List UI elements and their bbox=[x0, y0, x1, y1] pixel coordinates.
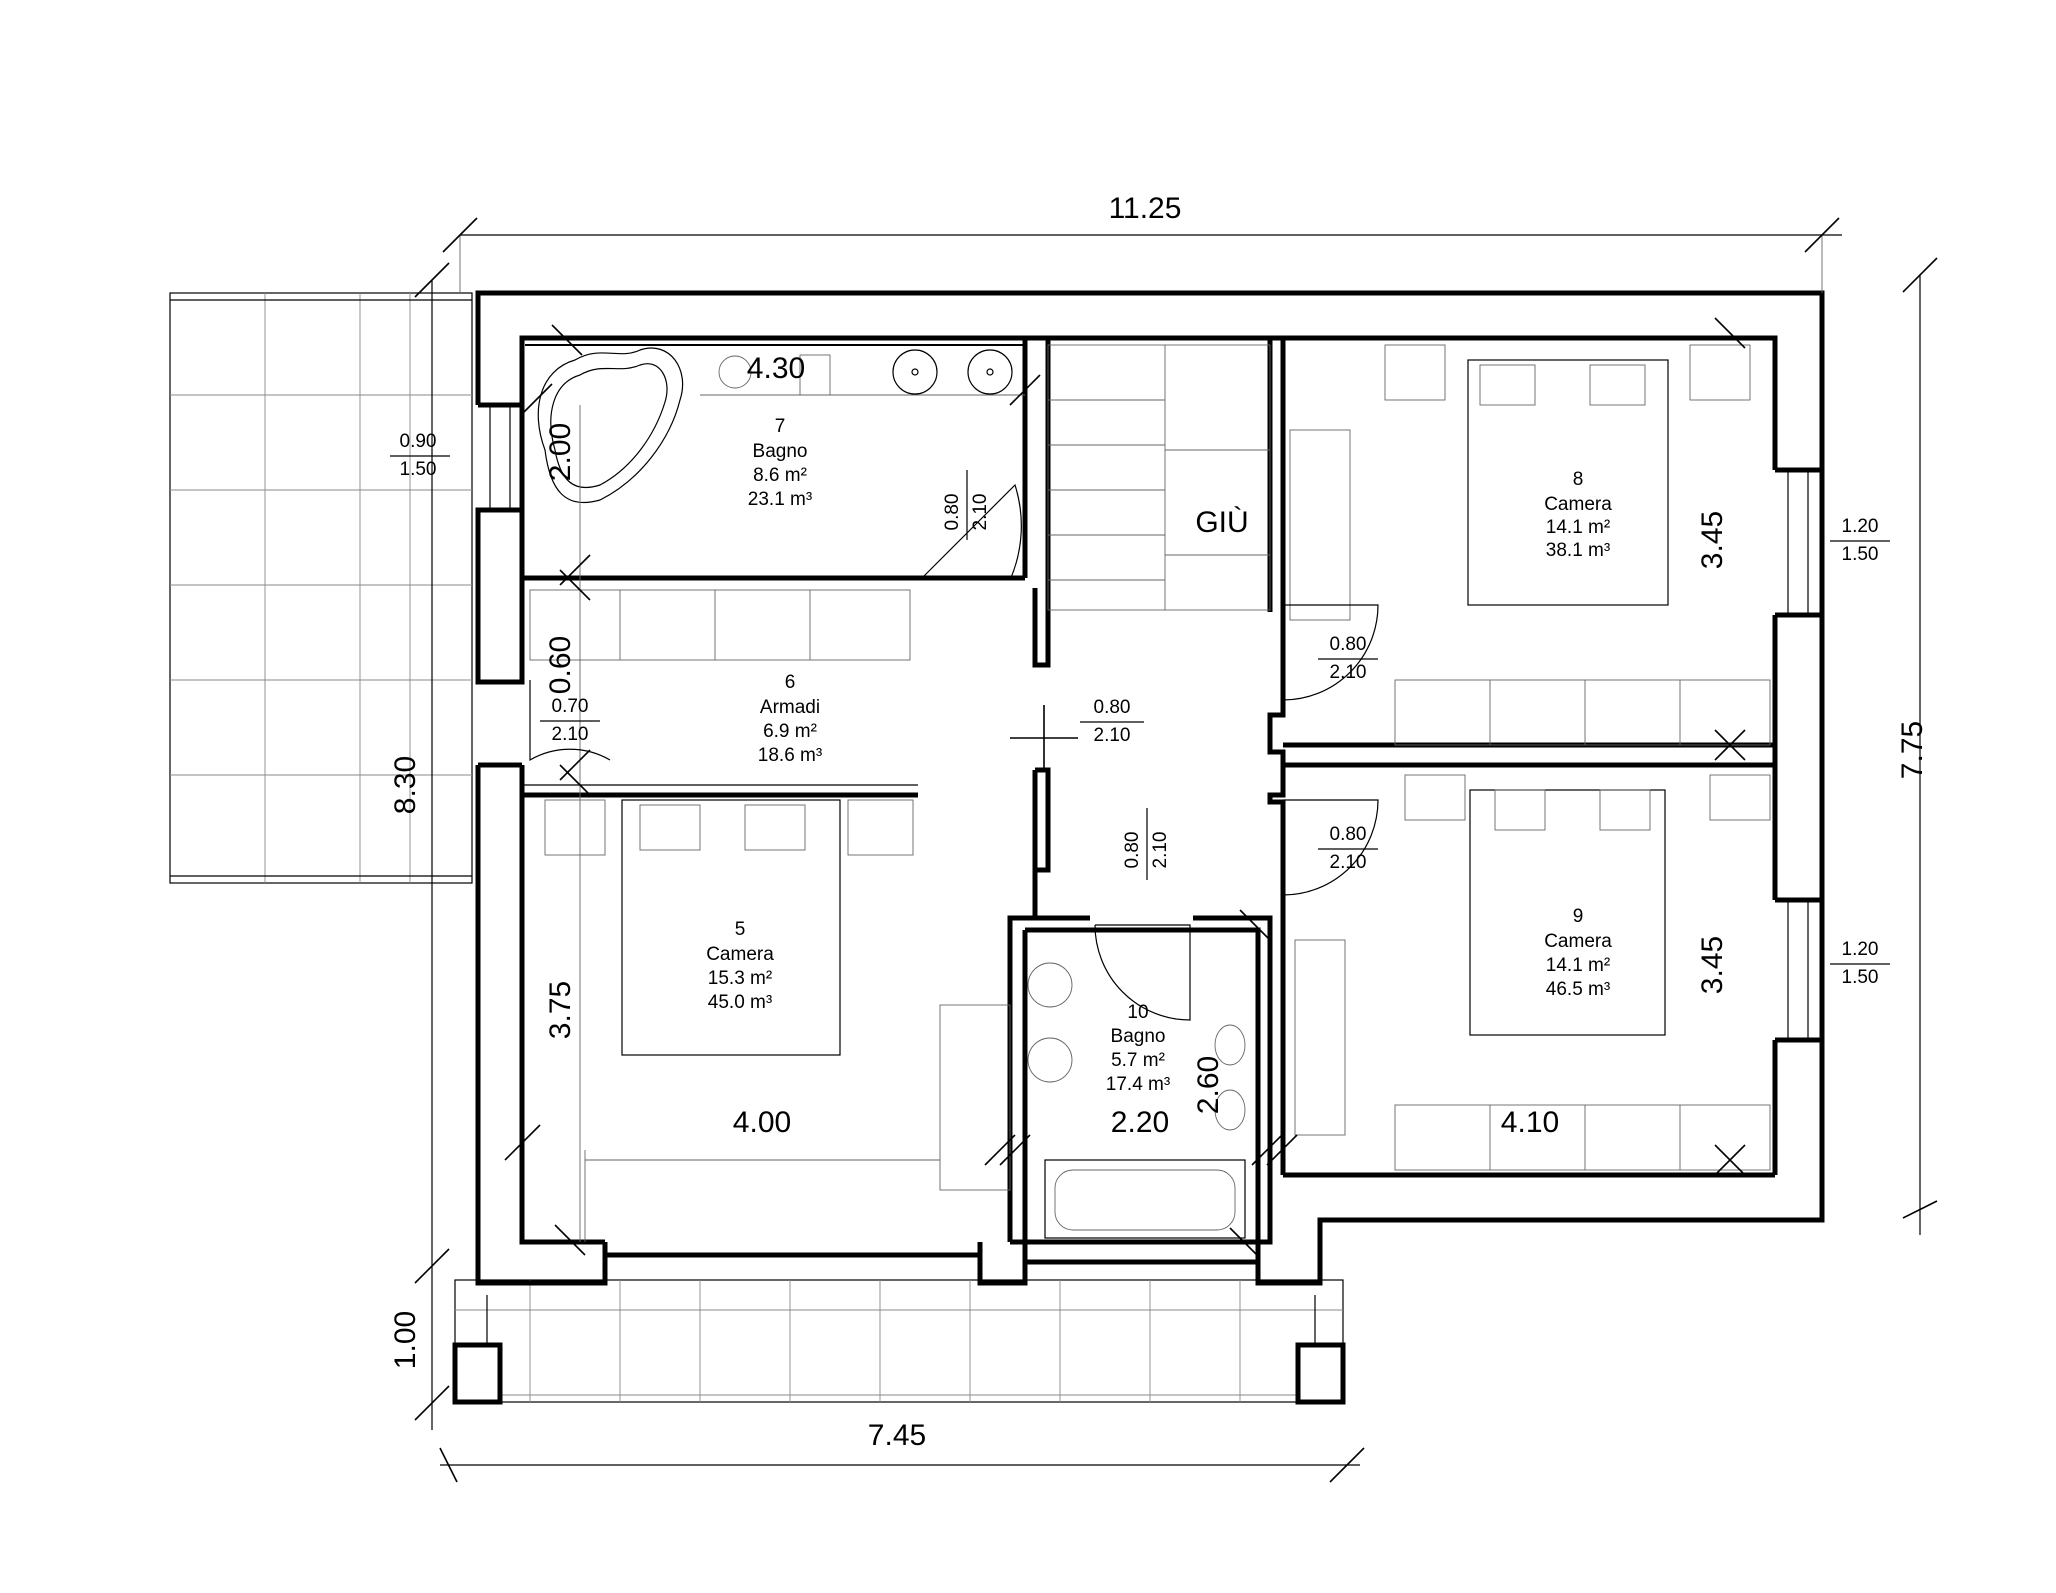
dim-bath7-width: 4.30 bbox=[747, 352, 805, 385]
svg-text:2.10: 2.10 bbox=[1330, 852, 1367, 873]
dim-balcony-depth: 1.00 bbox=[389, 1311, 422, 1369]
dimension-lines bbox=[414, 217, 1938, 1483]
svg-text:Camera: Camera bbox=[1544, 494, 1612, 515]
door-swings bbox=[529, 483, 1379, 1021]
svg-text:6.9 m²: 6.9 m² bbox=[763, 721, 817, 742]
svg-text:0.80: 0.80 bbox=[942, 494, 963, 531]
svg-text:1.50: 1.50 bbox=[1842, 544, 1879, 565]
svg-text:14.1 m²: 14.1 m² bbox=[1546, 517, 1610, 538]
svg-text:1.50: 1.50 bbox=[400, 459, 437, 480]
room-label-9: 9 Camera 14.1 m² 46.5 m³ bbox=[1544, 906, 1612, 1000]
opening-door-bath7: 0.80 2.10 bbox=[942, 470, 991, 540]
svg-text:18.6 m³: 18.6 m³ bbox=[758, 745, 822, 766]
room-label-10: 10 Bagno 5.7 m² 17.4 m³ bbox=[1106, 1002, 1170, 1095]
room-label-8: 8 Camera 14.1 m² 38.1 m³ bbox=[1544, 469, 1612, 561]
svg-text:5.7 m²: 5.7 m² bbox=[1111, 1050, 1165, 1071]
opening-win-left: 0.90 1.50 bbox=[390, 431, 450, 480]
room-label-5: 5 Camera 15.3 m² 45.0 m³ bbox=[706, 919, 774, 1013]
svg-text:1.20: 1.20 bbox=[1842, 516, 1879, 537]
svg-text:0.80: 0.80 bbox=[1122, 832, 1143, 869]
svg-text:0.90: 0.90 bbox=[400, 431, 437, 452]
bottom-balcony bbox=[452, 1279, 1346, 1405]
room-label-7: 7 Bagno 8.6 m² 23.1 m³ bbox=[748, 416, 812, 510]
interior-walls bbox=[519, 335, 1775, 1245]
svg-text:0.70: 0.70 bbox=[552, 696, 589, 717]
svg-text:6: 6 bbox=[785, 672, 796, 693]
svg-text:8.6 m²: 8.6 m² bbox=[753, 465, 807, 486]
dim-closet-depth: 0.60 bbox=[544, 636, 577, 694]
room-label-6: 6 Armadi 6.9 m² 18.6 m³ bbox=[758, 672, 822, 766]
svg-text:46.5 m³: 46.5 m³ bbox=[1546, 979, 1610, 1000]
corner-bathtub bbox=[537, 347, 684, 504]
svg-text:Bagno: Bagno bbox=[1111, 1026, 1166, 1047]
dim-overall-width: 11.25 bbox=[1109, 192, 1182, 225]
svg-text:23.1 m³: 23.1 m³ bbox=[748, 489, 812, 510]
svg-text:2.10: 2.10 bbox=[1330, 662, 1367, 683]
opening-door-hall: 0.80 2.10 bbox=[1080, 697, 1144, 746]
opening-door-room9: 0.80 2.10 bbox=[1318, 824, 1378, 873]
dim-bath7-depth: 2.00 bbox=[544, 423, 577, 481]
svg-text:7: 7 bbox=[775, 416, 786, 437]
dim-bath10-width: 2.20 bbox=[1111, 1106, 1169, 1139]
opening-door-bath10: 0.80 2.10 bbox=[1122, 808, 1171, 880]
svg-text:1.20: 1.20 bbox=[1842, 939, 1879, 960]
dim-left-depth: 8.30 bbox=[389, 756, 422, 814]
svg-text:38.1 m³: 38.1 m³ bbox=[1546, 540, 1610, 561]
svg-text:Camera: Camera bbox=[706, 944, 774, 965]
balcony-pillar-left bbox=[452, 1342, 503, 1405]
dim-room8-depth: 3.45 bbox=[1696, 511, 1729, 569]
dim-room5-width: 4.00 bbox=[733, 1106, 791, 1139]
dim-room9-width: 4.10 bbox=[1501, 1106, 1559, 1139]
left-terrace bbox=[169, 292, 473, 884]
svg-text:1.50: 1.50 bbox=[1842, 967, 1879, 988]
svg-text:17.4 m³: 17.4 m³ bbox=[1106, 1074, 1170, 1095]
svg-text:45.0 m³: 45.0 m³ bbox=[708, 992, 772, 1013]
dimension-ticks bbox=[504, 317, 1746, 1257]
svg-text:2.10: 2.10 bbox=[970, 494, 991, 531]
svg-text:2.10: 2.10 bbox=[552, 724, 589, 745]
opening-win-right-top: 1.20 1.50 bbox=[1830, 516, 1890, 565]
svg-text:5: 5 bbox=[735, 919, 746, 940]
svg-text:2.10: 2.10 bbox=[1094, 725, 1131, 746]
stair-label: GIÙ bbox=[1195, 506, 1248, 539]
left-wall-pier bbox=[475, 507, 525, 685]
svg-text:Armadi: Armadi bbox=[760, 697, 820, 718]
opening-door-armadi: 0.70 2.10 bbox=[540, 696, 600, 745]
dimension-labels: 11.25 7.75 8.30 1.00 7.45 4.30 2.00 0.60… bbox=[389, 192, 1929, 1452]
balcony-pillar-right bbox=[1295, 1342, 1346, 1405]
dim-balcony-width: 7.45 bbox=[868, 1419, 926, 1452]
dim-overall-depth: 7.75 bbox=[1896, 721, 1929, 779]
opening-door-room8: 0.80 2.10 bbox=[1318, 634, 1378, 683]
svg-text:8: 8 bbox=[1573, 469, 1584, 490]
dim-room5-depth: 3.75 bbox=[544, 981, 577, 1039]
svg-text:Camera: Camera bbox=[1544, 931, 1612, 952]
svg-text:10: 10 bbox=[1127, 1002, 1148, 1023]
svg-text:0.80: 0.80 bbox=[1330, 824, 1367, 845]
opening-win-right-bottom: 1.20 1.50 bbox=[1830, 939, 1890, 988]
svg-text:0.80: 0.80 bbox=[1330, 634, 1367, 655]
dim-bath10-depth: 2.60 bbox=[1192, 1056, 1225, 1114]
svg-text:2.10: 2.10 bbox=[1150, 832, 1171, 869]
svg-text:14.1 m²: 14.1 m² bbox=[1546, 955, 1610, 976]
svg-text:0.80: 0.80 bbox=[1094, 697, 1131, 718]
svg-text:15.3 m²: 15.3 m² bbox=[708, 968, 772, 989]
svg-text:9: 9 bbox=[1573, 906, 1584, 927]
svg-text:Bagno: Bagno bbox=[753, 441, 808, 462]
furniture bbox=[529, 344, 1771, 1242]
dim-room9-depth: 3.45 bbox=[1696, 936, 1729, 994]
